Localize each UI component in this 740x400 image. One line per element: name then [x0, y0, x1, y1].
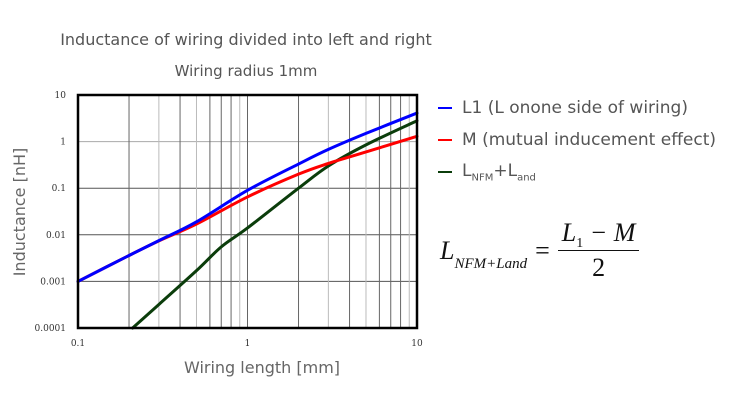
grid: [78, 95, 417, 328]
x-tick-label: 1: [245, 339, 251, 349]
series-lnfm-line: [131, 119, 419, 330]
legend: L1 (L onone side of wiring) M (mutual in…: [438, 92, 716, 188]
y-tick-label: 0.0001: [35, 324, 67, 334]
chart-subtitle: Wiring radius 1mm: [174, 62, 318, 80]
legend-swatch-m: [438, 139, 452, 141]
plot-frame: [76, 93, 419, 330]
x-axis-label: Wiring length [mm]: [184, 358, 340, 377]
y-tick-label: 0.1: [52, 184, 66, 194]
series-group: [76, 111, 419, 330]
formula-equals: =: [535, 235, 550, 265]
legend-swatch-l1: [438, 107, 452, 109]
formula-fraction: L1 − M 2: [557, 218, 640, 283]
formula-numerator: L1 − M: [557, 218, 640, 251]
legend-swatch-lnfm: [438, 171, 452, 173]
x-tick-label: 10: [411, 339, 423, 349]
y-ticks: 10 1 0.1 0.01 0.001 0.0001: [35, 91, 67, 334]
legend-label-l1: L1 (L onone side of wiring): [462, 98, 688, 118]
y-tick-label: 0.01: [46, 231, 66, 241]
formula: LNFM+Land = L1 − M 2: [440, 218, 640, 283]
x-tick-label: 0.1: [71, 339, 85, 349]
legend-item-m: M (mutual inducement effect): [438, 124, 716, 156]
x-ticks: 0.1 1 10: [71, 339, 423, 349]
chart-title: Inductance of wiring divided into left a…: [60, 30, 432, 49]
y-axis-label: Inductance [nH]: [10, 148, 29, 277]
legend-item-l1: L1 (L onone side of wiring): [438, 92, 716, 124]
legend-label-lnfm: LNFM+Land: [462, 160, 536, 184]
legend-item-lnfm: LNFM+Land: [438, 156, 716, 188]
series-l1-line: [76, 111, 419, 283]
y-tick-label: 0.001: [40, 277, 66, 287]
y-tick-label: 10: [55, 91, 67, 101]
formula-lhs: LNFM+Land: [440, 235, 528, 272]
formula-denominator: 2: [592, 253, 606, 282]
legend-label-m: M (mutual inducement effect): [462, 130, 717, 150]
y-tick-label: 1: [60, 138, 66, 148]
